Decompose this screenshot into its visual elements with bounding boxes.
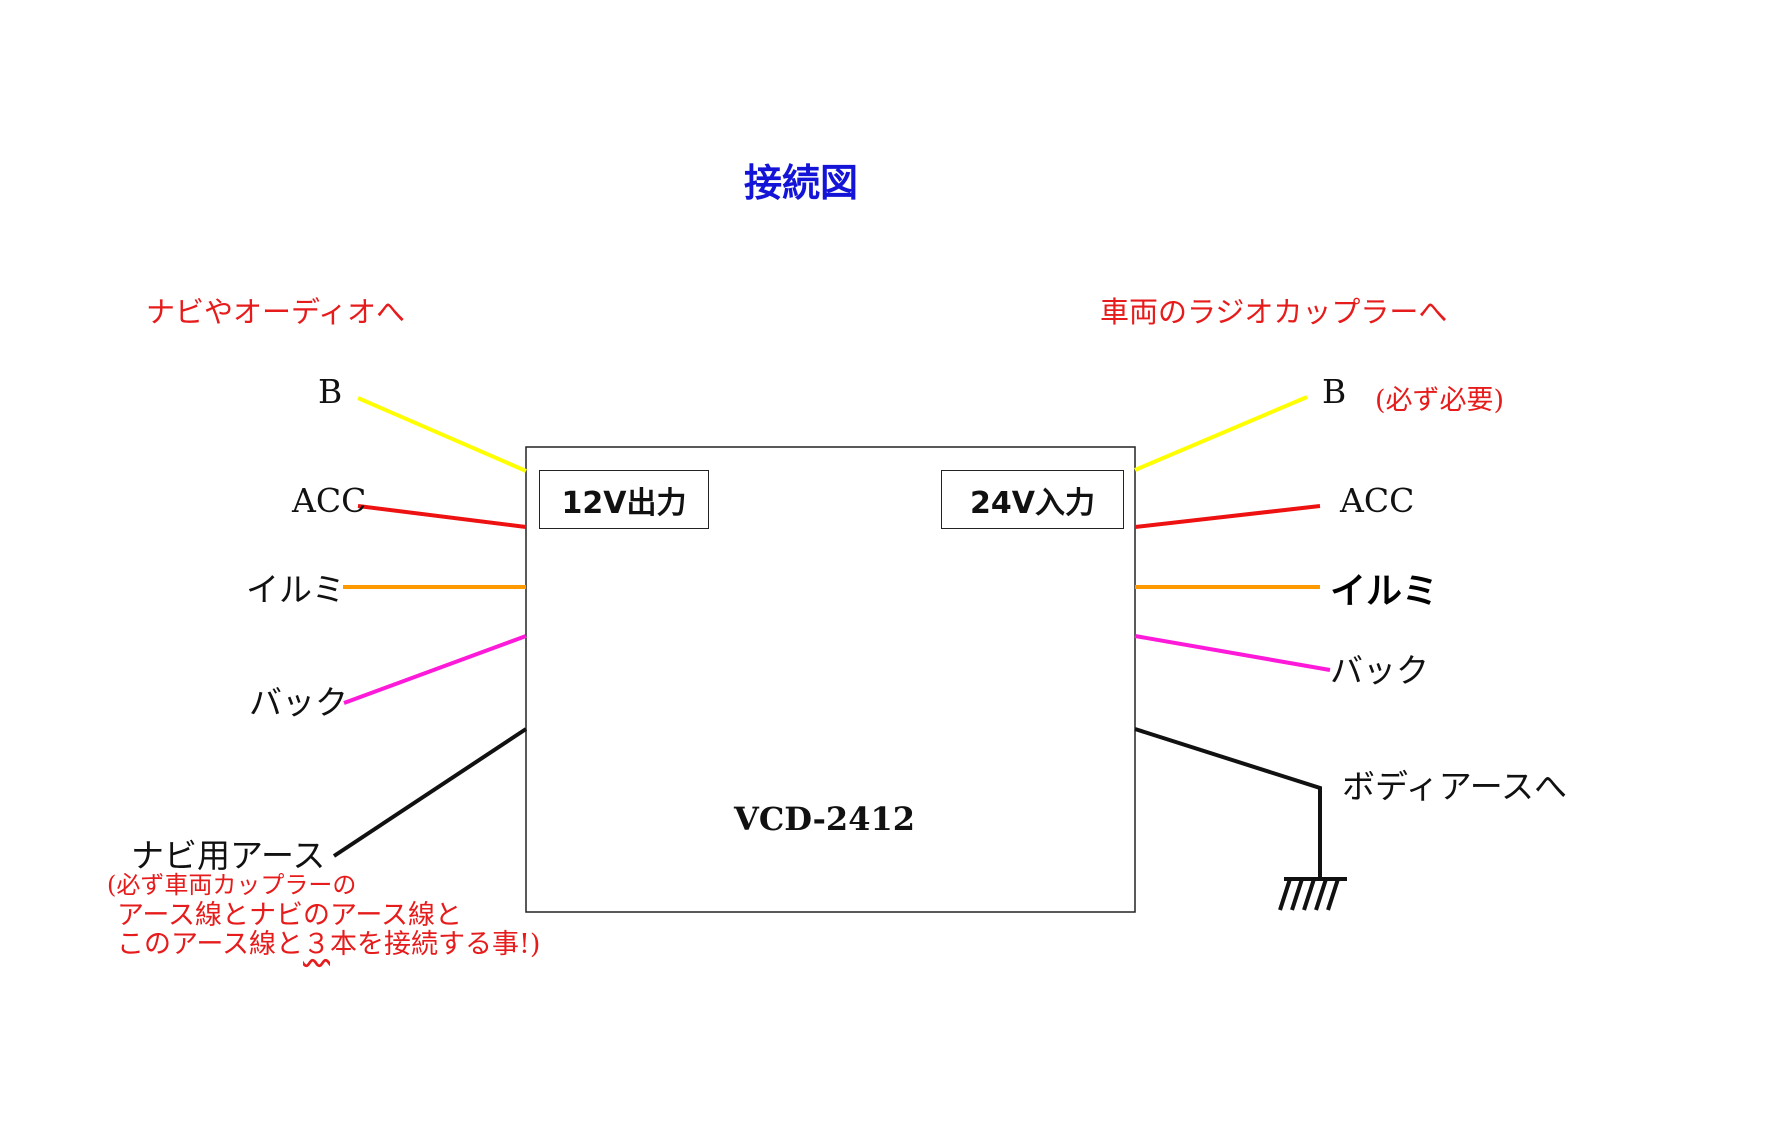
left-destination-label: ナビやオーディオへ — [146, 295, 405, 329]
left-illumi-label: イルミ — [246, 570, 345, 609]
right-acc-label: ACC — [1340, 481, 1415, 520]
left-back-wire — [343, 634, 527, 705]
right-b-wire — [1134, 395, 1308, 472]
right-illumi-label: イルミ — [1330, 571, 1439, 612]
left-acc-wire — [357, 504, 527, 529]
left-b-wire — [357, 396, 527, 473]
ground-note-line1: (必ず車両カップラーの — [107, 871, 357, 899]
right-ground-wire — [1134, 727, 1322, 879]
right-ground-label: ボディアースへ — [1342, 767, 1568, 806]
diagram-title: 接続図 — [744, 161, 859, 205]
ground-note-line3: このアース線と３本を接続する事!) — [117, 929, 541, 960]
left-acc-label: ACC — [292, 481, 367, 520]
right-acc-wire — [1134, 504, 1321, 529]
left-ground-label: ナビ用アース — [131, 836, 326, 875]
output-port-label: 12V出力 — [539, 470, 709, 529]
left-back-label: バック — [249, 683, 348, 722]
right-back-wire — [1134, 634, 1331, 672]
right-back-label: バック — [1330, 651, 1429, 690]
left-ground-wire — [332, 727, 528, 858]
input-port-label: 24V入力 — [941, 470, 1124, 529]
converter-box — [525, 446, 1136, 913]
ground-symbol-icon — [1278, 877, 1347, 911]
left-b-label: B — [318, 372, 343, 411]
right-destination-label: 車両のラジオカップラーへ — [1100, 295, 1448, 329]
right-b-note: (必ず必要) — [1375, 385, 1505, 416]
ground-note-line2: アース線とナビのアース線と — [117, 900, 463, 931]
model-label: VCD-2412 — [734, 800, 915, 838]
right-b-label: B — [1322, 372, 1347, 411]
